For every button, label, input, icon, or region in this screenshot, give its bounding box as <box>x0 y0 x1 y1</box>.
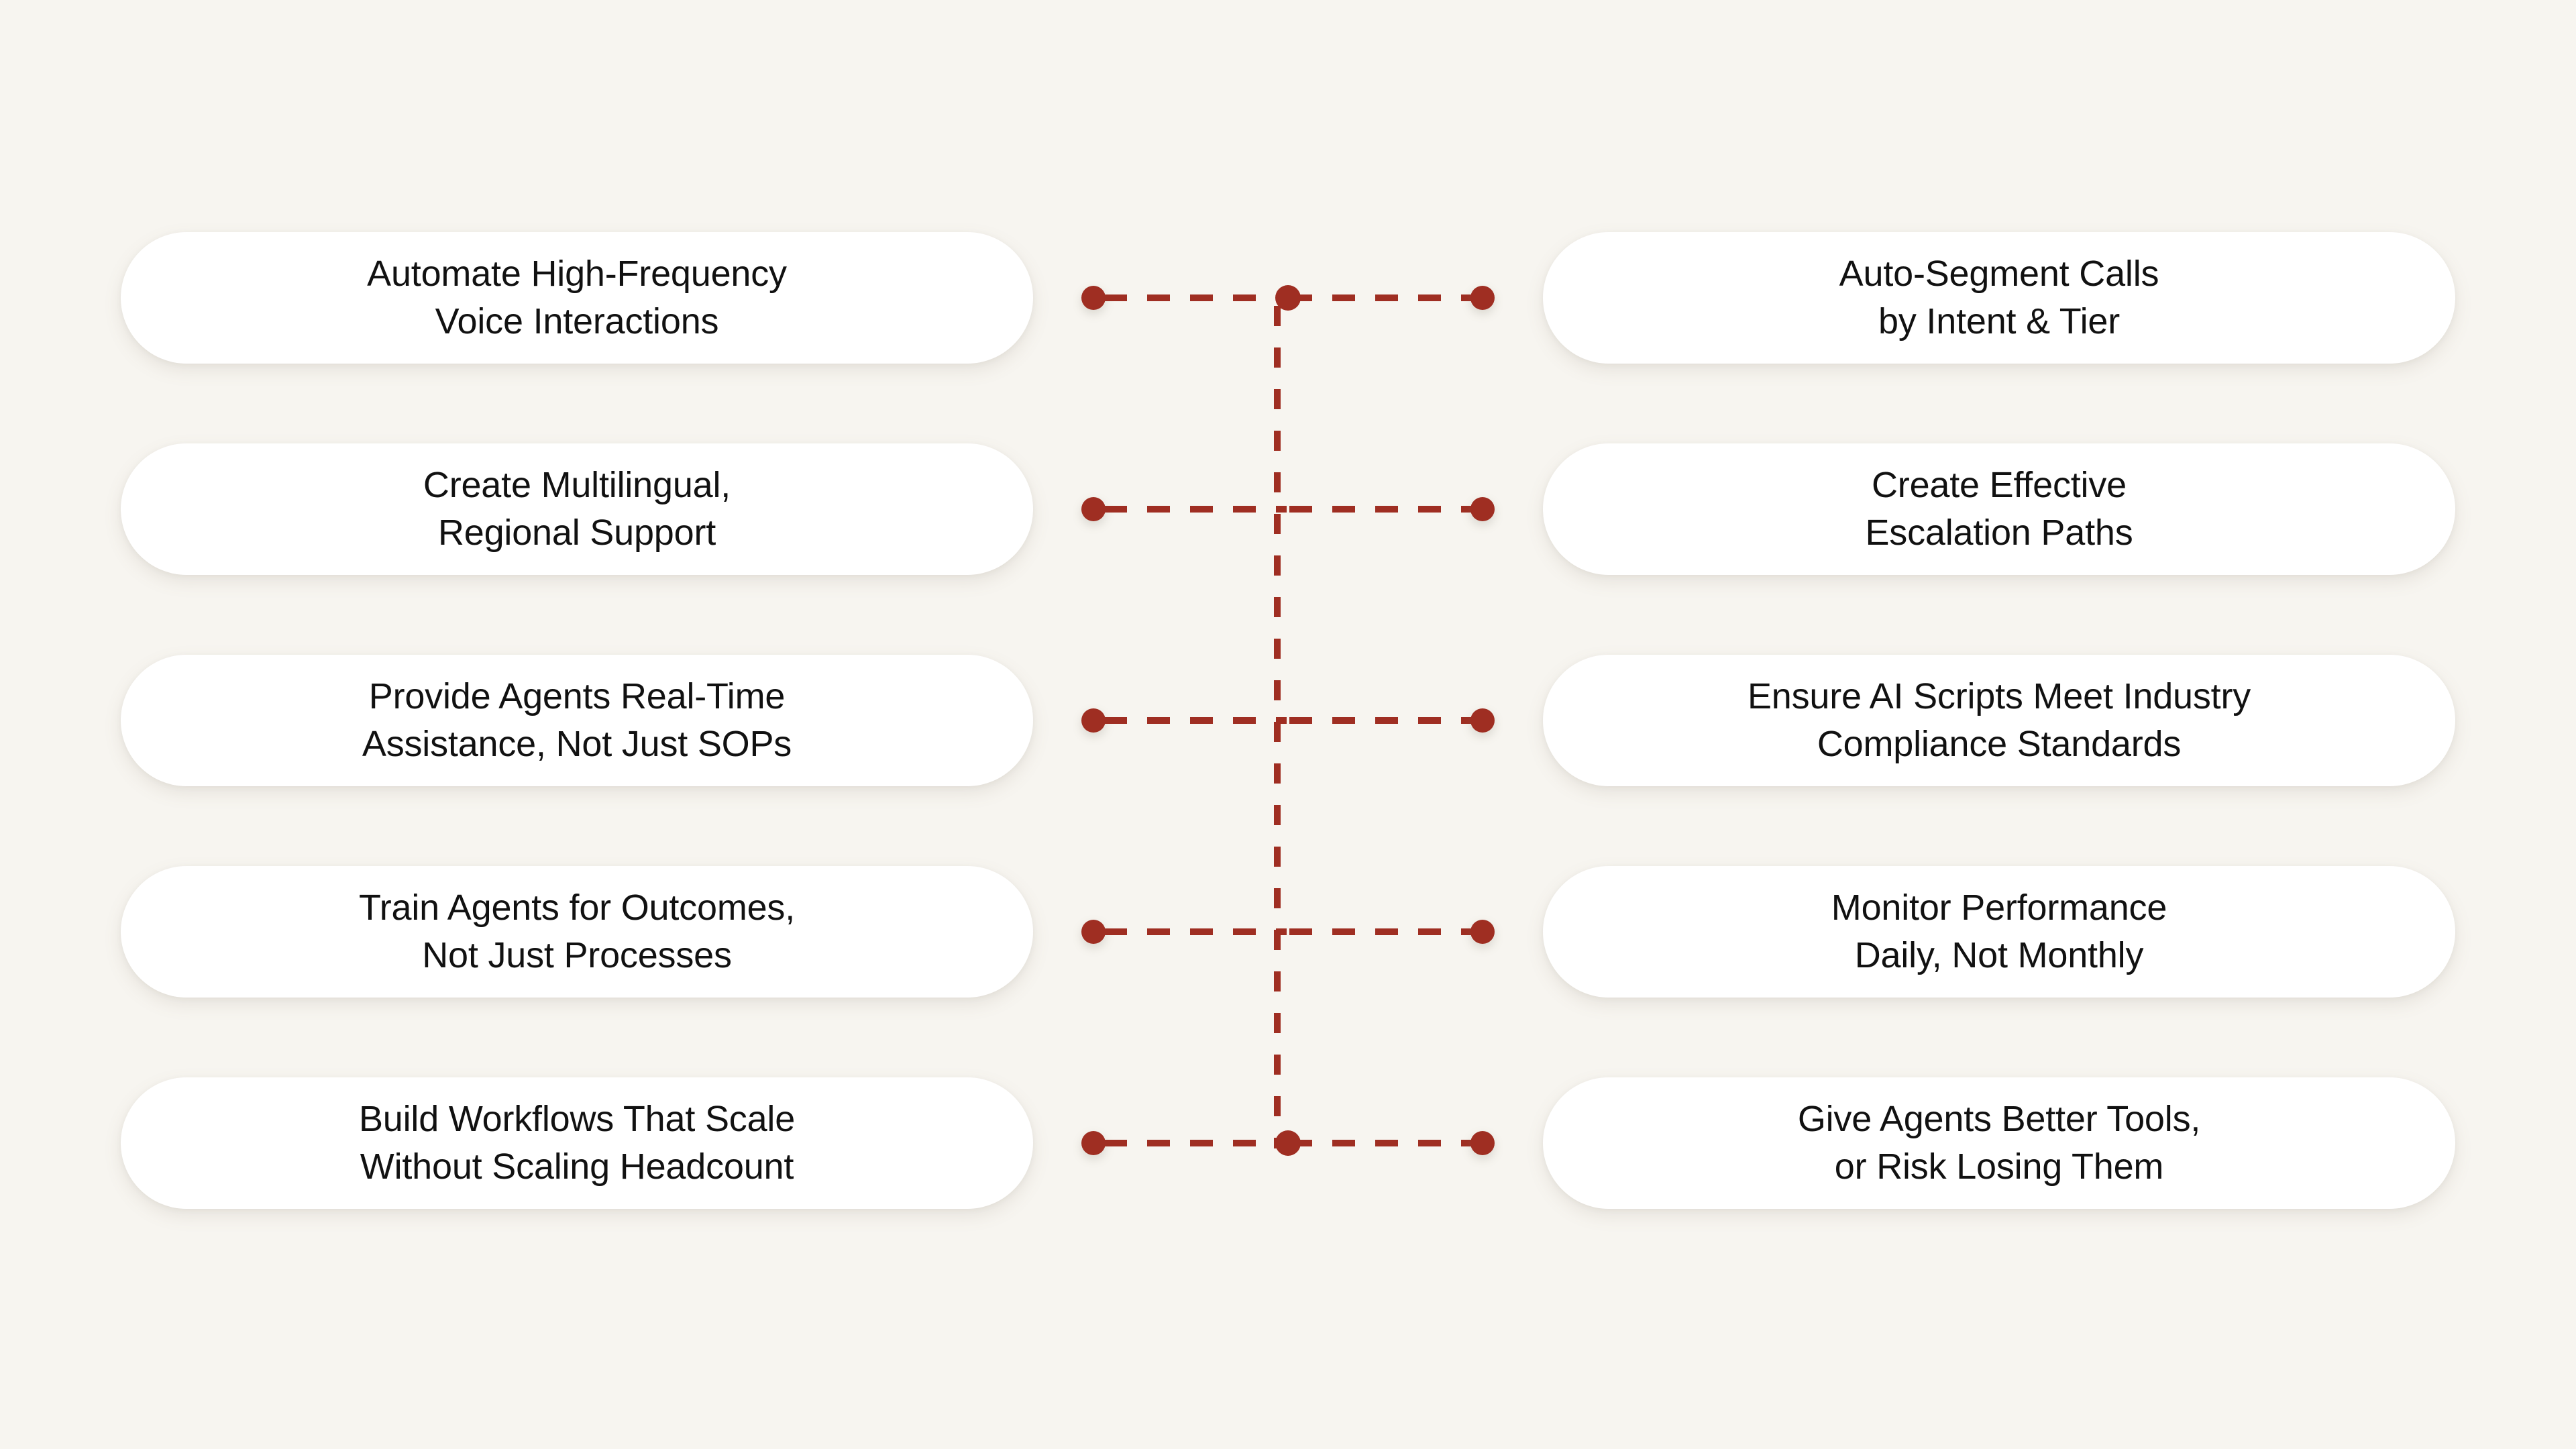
dashed-line-icon <box>1104 506 1287 513</box>
left-card[interactable]: Create Multilingual, Regional Support <box>121 443 1033 575</box>
dashed-line-icon <box>1104 294 1287 301</box>
dashed-line-icon <box>1289 294 1472 301</box>
left-card-label: Provide Agents Real-Time Assistance, Not… <box>362 676 792 764</box>
diagram-row: Build Workflows That Scale Without Scali… <box>0 1077 2576 1289</box>
dashed-line-icon <box>1104 1140 1287 1146</box>
dot-icon <box>1470 920 1495 944</box>
dashed-line-icon <box>1104 717 1287 724</box>
left-card[interactable]: Provide Agents Real-Time Assistance, Not… <box>121 655 1033 786</box>
dot-icon <box>1470 497 1495 521</box>
right-card[interactable]: Create Effective Escalation Paths <box>1543 443 2455 575</box>
left-card[interactable]: Train Agents for Outcomes, Not Just Proc… <box>121 866 1033 998</box>
dashed-line-icon <box>1289 1140 1472 1146</box>
dashed-line-icon <box>1289 717 1472 724</box>
left-card-label: Build Workflows That Scale Without Scali… <box>358 1098 796 1187</box>
row-connector <box>1033 866 1543 998</box>
left-card-label: Create Multilingual, Regional Support <box>423 464 731 553</box>
dot-icon <box>1470 708 1495 733</box>
diagram-row: Train Agents for Outcomes, Not Just Proc… <box>0 866 2576 1077</box>
diagram-row: Automate High-Frequency Voice Interactio… <box>0 232 2576 443</box>
dot-icon <box>1081 708 1106 733</box>
dashed-line-icon <box>1289 928 1472 935</box>
diagram-row: Provide Agents Real-Time Assistance, Not… <box>0 655 2576 866</box>
right-card[interactable]: Give Agents Better Tools, or Risk Losing… <box>1543 1077 2455 1209</box>
right-card[interactable]: Auto-Segment Calls by Intent & Tier <box>1543 232 2455 364</box>
left-card-label: Automate High-Frequency Voice Interactio… <box>367 253 787 341</box>
row-connector <box>1033 443 1543 575</box>
left-card[interactable]: Automate High-Frequency Voice Interactio… <box>121 232 1033 364</box>
row-connector <box>1033 232 1543 364</box>
dashed-line-icon <box>1104 928 1287 935</box>
left-card[interactable]: Build Workflows That Scale Without Scali… <box>121 1077 1033 1209</box>
row-connector <box>1033 1077 1543 1209</box>
dot-icon <box>1081 1131 1106 1155</box>
right-card[interactable]: Monitor Performance Daily, Not Monthly <box>1543 866 2455 998</box>
diagram-rows: Automate High-Frequency Voice Interactio… <box>0 232 2576 1289</box>
right-card-label: Ensure AI Scripts Meet Industry Complian… <box>1747 676 2251 764</box>
dot-icon <box>1081 286 1106 310</box>
right-card-label: Give Agents Better Tools, or Risk Losing… <box>1797 1098 2201 1187</box>
right-card[interactable]: Ensure AI Scripts Meet Industry Complian… <box>1543 655 2455 786</box>
dot-icon <box>1081 497 1106 521</box>
dot-icon <box>1081 920 1106 944</box>
dot-icon <box>1470 1131 1495 1155</box>
left-card-label: Train Agents for Outcomes, Not Just Proc… <box>358 887 796 975</box>
row-connector <box>1033 655 1543 786</box>
dashed-line-icon <box>1289 506 1472 513</box>
vertical-dashed-line-icon <box>1274 306 1281 1148</box>
right-card-label: Auto-Segment Calls by Intent & Tier <box>1839 253 2159 341</box>
right-card-label: Monitor Performance Daily, Not Monthly <box>1831 887 2167 975</box>
diagram-row: Create Multilingual, Regional Support Cr… <box>0 443 2576 655</box>
right-card-label: Create Effective Escalation Paths <box>1865 464 2133 553</box>
dot-icon <box>1470 286 1495 310</box>
